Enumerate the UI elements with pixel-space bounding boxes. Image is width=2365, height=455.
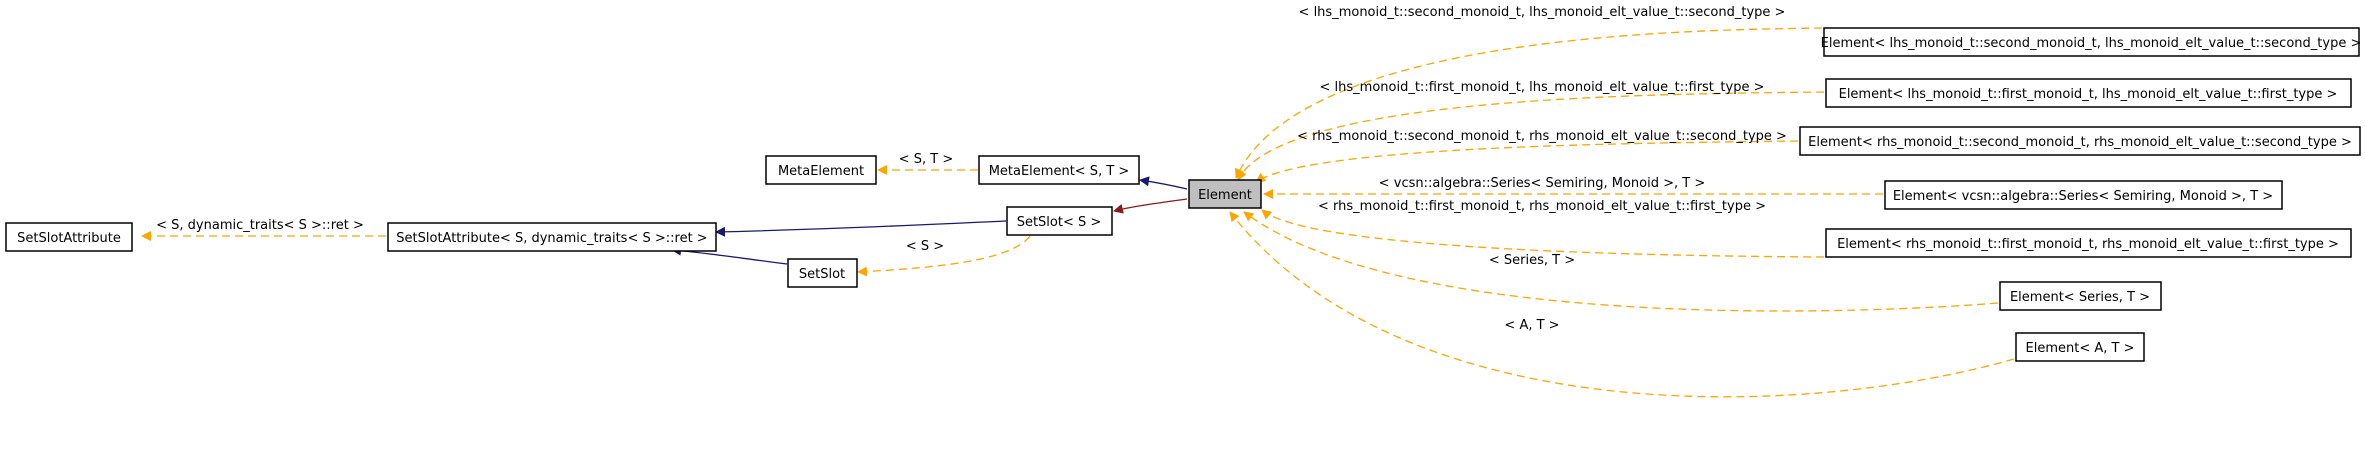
- node-element-lhs-second[interactable]: Element< lhs_monoid_t::second_monoid_t, …: [1821, 27, 2362, 57]
- svg-text:Element: Element: [1198, 188, 1252, 203]
- edge-setslot-inherit: [671, 245, 788, 265]
- svg-text:Element< rhs_monoid_t::first_m: Element< rhs_monoid_t::first_monoid_t, r…: [1837, 237, 2339, 252]
- node-element-rhs-first[interactable]: Element< rhs_monoid_t::first_monoid_t, r…: [1825, 228, 2352, 258]
- edge-label-vcsn-series: < vcsn::algebra::Series< Semiring, Monoi…: [1379, 176, 1706, 191]
- node-set-slot-s[interactable]: SetSlot< S >: [1006, 206, 1113, 236]
- edge-label-lhs-second: < lhs_monoid_t::second_monoid_t, lhs_mon…: [1299, 5, 1786, 20]
- edge-rhs-second-template: [1255, 140, 1799, 183]
- node-element-lhs-first[interactable]: Element< lhs_monoid_t::first_monoid_t, l…: [1825, 78, 2352, 108]
- node-element-series-t[interactable]: Element< Series, T >: [1999, 281, 2162, 311]
- svg-text:Element< lhs_monoid_t::first_m: Element< lhs_monoid_t::first_monoid_t, l…: [1839, 87, 2338, 102]
- edge-label-s-t: < S, T >: [899, 152, 954, 167]
- edge-label-lhs-first: < lhs_monoid_t::first_monoid_t, lhs_mono…: [1320, 80, 1765, 95]
- svg-text:SetSlotAttribute< S, dynamic_t: SetSlotAttribute< S, dynamic_traits< S >…: [396, 231, 707, 246]
- svg-text:Element< lhs_monoid_t::second_: Element< lhs_monoid_t::second_monoid_t, …: [1821, 36, 2362, 51]
- edge-label-series-t: < Series, T >: [1489, 253, 1575, 268]
- edge-element-setslot-private: [1113, 198, 1188, 214]
- node-element-rhs-second[interactable]: Element< rhs_monoid_t::second_monoid_t, …: [1799, 126, 2361, 156]
- edge-element-meta-inherit: [1139, 176, 1188, 190]
- edge-label-rhs-second: < rhs_monoid_t::second_monoid_t, rhs_mon…: [1297, 129, 1787, 144]
- node-element-vcsn-series[interactable]: Element< vcsn::algebra::Series< Semiring…: [1884, 180, 2283, 210]
- edge-label-s: < S >: [906, 239, 944, 254]
- svg-text:SetSlot< S >: SetSlot< S >: [1017, 215, 1102, 230]
- svg-text:SetSlotAttribute: SetSlotAttribute: [17, 231, 121, 246]
- edge-lhs-second-template: [1235, 27, 1823, 179]
- edge-lhs-first-template: [1237, 91, 1825, 181]
- edge-label-rhs-first: < rhs_monoid_t::first_monoid_t, rhs_mono…: [1318, 199, 1766, 214]
- node-element[interactable]: Element: [1188, 179, 1262, 209]
- edge-label-s-dynamic-traits: < S, dynamic_traits< S >::ret >: [156, 218, 364, 233]
- edge-series-t-template: [1243, 211, 1999, 312]
- svg-text:MetaElement: MetaElement: [778, 164, 864, 179]
- node-set-slot[interactable]: SetSlot: [787, 258, 858, 288]
- node-element-a-t[interactable]: Element< A, T >: [2015, 332, 2145, 362]
- svg-text:Element< vcsn::algebra::Series: Element< vcsn::algebra::Series< Semiring…: [1893, 189, 2273, 204]
- node-meta-element-s-t[interactable]: MetaElement< S, T >: [978, 155, 1140, 185]
- edge-label-a-t: < A, T >: [1504, 318, 1559, 333]
- edge-setslot-template: [857, 235, 1031, 277]
- node-meta-element[interactable]: MetaElement: [765, 155, 877, 185]
- edge-rhs-first-template: [1261, 209, 1825, 258]
- svg-text:MetaElement< S, T >: MetaElement< S, T >: [989, 164, 1130, 179]
- svg-text:Element< A, T >: Element< A, T >: [2026, 341, 2135, 356]
- svg-text:Element< Series, T >: Element< Series, T >: [2010, 290, 2150, 305]
- node-set-slot-attribute[interactable]: SetSlotAttribute: [5, 222, 133, 252]
- svg-text:Element< rhs_monoid_t::second_: Element< rhs_monoid_t::second_monoid_t, …: [1808, 135, 2352, 150]
- edge-a-t-template: [1229, 211, 2015, 398]
- svg-text:SetSlot: SetSlot: [799, 267, 845, 282]
- node-set-slot-attribute-s-dynamic-traits[interactable]: SetSlotAttribute< S, dynamic_traits< S >…: [387, 222, 717, 252]
- edge-setslot-s-inherit: [715, 220, 1007, 237]
